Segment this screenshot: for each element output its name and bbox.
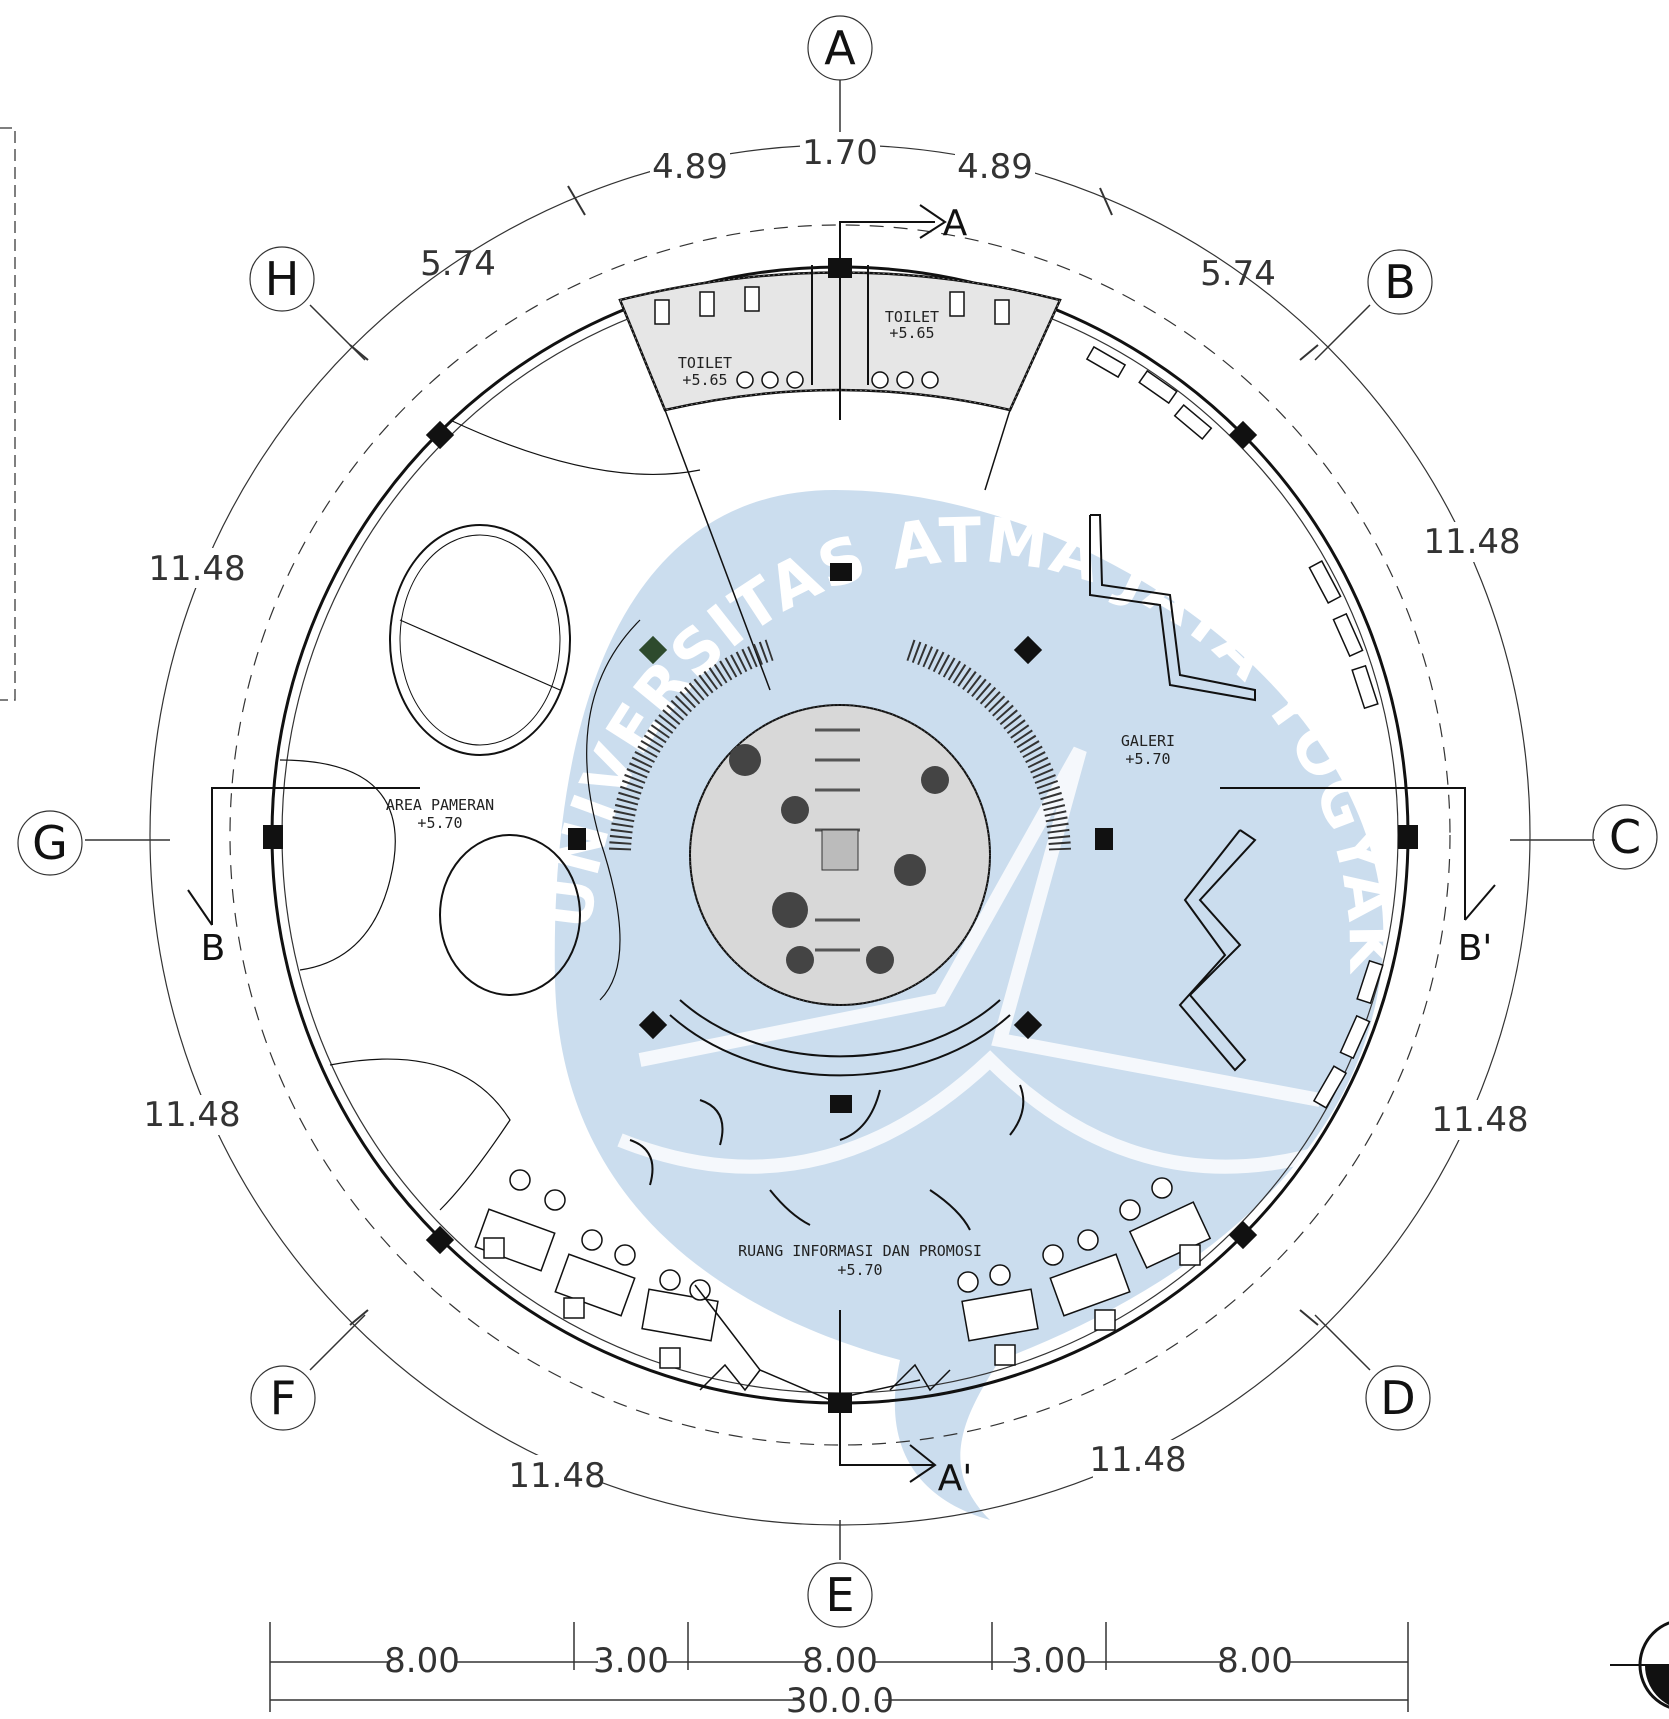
- area-pameran-label: AREA PAMERAN: [386, 796, 494, 814]
- dim-top-left: 4.89: [652, 147, 728, 187]
- structural-columns: [263, 258, 1418, 1413]
- section-label-a-bottom: A': [938, 1458, 973, 1499]
- area-pameran: [279, 419, 701, 1211]
- grid-label-g: G: [32, 816, 68, 870]
- toilet-left-level: +5.65: [682, 371, 727, 389]
- toilet-right-level: +5.65: [889, 324, 934, 342]
- grid-label-c: C: [1609, 810, 1641, 864]
- dim-right-lower: 11.48: [1431, 1100, 1528, 1140]
- north-arrow-icon: [1610, 1621, 1669, 1709]
- grid-bubble-b: [1367, 249, 1433, 315]
- column: [1095, 828, 1113, 850]
- column: [1228, 420, 1258, 450]
- grid-bubble-g: [17, 810, 83, 876]
- sheet-border-fragment: [0, 127, 16, 701]
- dim-left-upper: 11.48: [148, 549, 245, 589]
- section-cut-b: [187, 787, 1496, 926]
- area-pameran-level: +5.70: [417, 814, 462, 832]
- grid-bubble-a: [807, 15, 873, 81]
- dim-upper-left: 5.74: [420, 244, 496, 284]
- bottom-dimension-texts: 8.00 3.00 8.00 3.00 8.00 30.0.0: [384, 1641, 1293, 1719]
- dim-bottom-left: 11.48: [508, 1456, 605, 1496]
- grid-bubble-d: [1365, 1365, 1431, 1431]
- section-cut-a: [839, 204, 947, 1483]
- toilet-left-label: TOILET: [678, 354, 732, 372]
- dim-segment-2: 3.00: [593, 1641, 669, 1681]
- column: [263, 825, 283, 849]
- column: [828, 258, 852, 278]
- grid-label-b: B: [1384, 255, 1416, 309]
- grid-bubble-h: [249, 246, 315, 312]
- dim-total: 30.0.0: [786, 1681, 894, 1719]
- grid-label-a: A: [824, 21, 856, 75]
- grid-label-h: H: [265, 252, 300, 306]
- column: [1013, 635, 1043, 665]
- ruang-informasi-level: +5.70: [837, 1261, 882, 1279]
- grid-label-e: E: [825, 1568, 854, 1622]
- ruang-informasi: [474, 1169, 1212, 1401]
- grid-axes: [85, 80, 1595, 1560]
- ring-dimensions: 4.89 1.70 4.89 5.74 5.74 11.48 11.48 11.…: [143, 132, 1529, 1496]
- galeri: [1089, 514, 1257, 1072]
- info-room-arcs: [629, 1084, 1025, 1231]
- column: [828, 1393, 852, 1413]
- column: [638, 635, 668, 665]
- section-label-a-top: A: [943, 203, 968, 244]
- dim-segment-1: 8.00: [384, 1641, 460, 1681]
- column: [1228, 1220, 1258, 1250]
- toilet-right-label: TOILET: [885, 308, 939, 326]
- dim-segment-3: 8.00: [802, 1641, 878, 1681]
- dim-top-right: 4.89: [957, 147, 1033, 187]
- galeri-label: GALERI: [1121, 732, 1175, 750]
- column: [425, 1225, 455, 1255]
- grid-label-d: D: [1380, 1371, 1415, 1425]
- column: [1398, 825, 1418, 849]
- dim-top-center: 1.70: [802, 133, 878, 173]
- wall-furniture: [1085, 345, 1384, 1109]
- galeri-level: +5.70: [1125, 750, 1170, 768]
- grid-bubble-c: [1592, 804, 1658, 870]
- grid-bubbles: A B C D E F G H: [17, 15, 1658, 1628]
- dim-right-upper: 11.48: [1423, 522, 1520, 562]
- column: [830, 1095, 852, 1113]
- column: [830, 563, 852, 581]
- dim-left-lower: 11.48: [143, 1095, 240, 1135]
- grid-label-f: F: [270, 1371, 296, 1425]
- dim-segment-5: 8.00: [1217, 1641, 1293, 1681]
- grid-bubble-e: [807, 1562, 873, 1628]
- column: [1013, 1010, 1043, 1040]
- column: [638, 1010, 668, 1040]
- dim-bottom-right: 11.48: [1089, 1440, 1186, 1480]
- section-label-b-left: B: [201, 928, 226, 969]
- ruang-informasi-label: RUANG INFORMASI DAN PROMOSI: [738, 1242, 982, 1260]
- roof-outline-dashed: [229, 224, 1451, 1446]
- central-court: [609, 639, 1071, 1077]
- section-label-b-right: B': [1458, 928, 1493, 969]
- grid-bubble-f: [250, 1365, 316, 1431]
- dim-upper-right: 5.74: [1200, 254, 1276, 294]
- column: [425, 420, 455, 450]
- column: [568, 828, 586, 850]
- dim-segment-4: 3.00: [1011, 1641, 1087, 1681]
